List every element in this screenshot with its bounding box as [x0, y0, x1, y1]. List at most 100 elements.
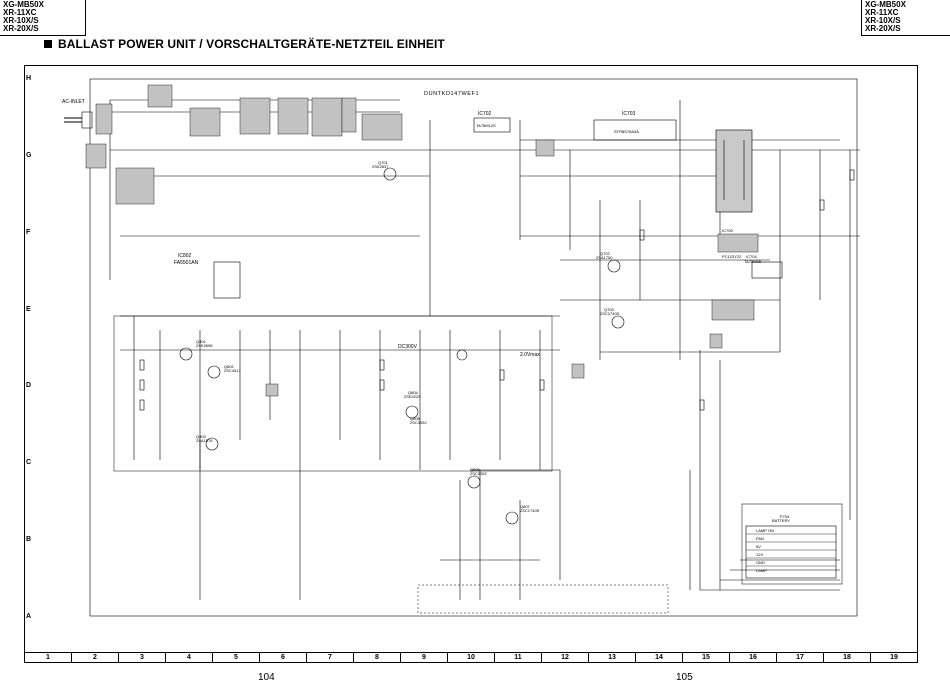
transistor-part: 2SC3052 [470, 471, 487, 476]
shaded-block [311, 97, 343, 137]
transistor-part: 2SA1576 [196, 438, 213, 443]
transistor-ref: Q702 [600, 251, 611, 256]
net-label: LAMP [756, 568, 767, 573]
transistor-q701 [383, 167, 397, 181]
model-list-left: XG-MB50X XR-11XC XR-10X/S XR-20X/S [0, 0, 86, 36]
column-label: 5 [213, 653, 260, 662]
ic-part: FA5501AN [174, 260, 199, 266]
transistor-ref: Q802 [224, 364, 235, 369]
connector-dashed-outline [417, 584, 669, 614]
net-label: FAN [756, 536, 764, 541]
page-number-right: 105 [676, 672, 693, 683]
transistor-part: 2SC4517 [224, 368, 241, 373]
model-name: XR-20X/S [3, 24, 39, 33]
pcb-outline [89, 78, 858, 617]
net-label: GND [756, 560, 765, 565]
ic-part: PC123Y22 [722, 254, 742, 259]
shaded-block [341, 97, 357, 133]
transistor-ref: Q803 [196, 434, 207, 439]
transistor-q804 [405, 405, 419, 419]
net-label: 12V [756, 552, 763, 557]
board-id-label: DUNTKD147WEF1 [424, 91, 479, 97]
shaded-block [147, 84, 173, 108]
ic-part: TA78M05 [744, 259, 762, 264]
transistor-q702 [607, 259, 621, 273]
transistor-part: 2SC3052 [410, 420, 427, 425]
ic-part: TA78M12S [476, 123, 496, 128]
row-label: C [26, 459, 32, 466]
model-name: XR-20X/S [865, 24, 901, 33]
transistor-q801 [179, 347, 193, 361]
bullet-square-icon [44, 40, 52, 48]
ic802-symbol [213, 261, 241, 299]
transistor-q803 [205, 437, 219, 451]
shaded-block [571, 363, 585, 379]
shaded-block [189, 107, 221, 137]
model-name: XG-MB50X [3, 0, 44, 9]
transistor-part: 2SC1740S [520, 508, 540, 513]
transistor-ref: Q805 [470, 467, 481, 472]
connector-p704 [745, 525, 837, 579]
transistor-part: 2SA1700 [596, 255, 613, 260]
row-label: B [26, 536, 32, 543]
column-label: 15 [683, 653, 730, 662]
transistor-q807 [505, 511, 519, 525]
ac-inlet-plug-icon [64, 117, 82, 123]
ic702-symbol [473, 117, 511, 133]
net-label: 2.0Vmax [520, 352, 540, 358]
column-label: 18 [824, 653, 871, 662]
model-name: XR-11XC [865, 8, 899, 17]
model-name: XR-10X/S [865, 16, 901, 25]
column-label: 9 [401, 653, 448, 662]
column-label: 7 [307, 653, 354, 662]
shaded-block [711, 299, 755, 321]
connector-block-outline [741, 503, 843, 585]
transistor-q805 [467, 475, 481, 489]
shaded-block [95, 103, 113, 135]
transistor-ref: Q703 [604, 307, 615, 312]
ac-inlet-label: AC-INLET [62, 99, 85, 105]
shaded-block [85, 143, 107, 169]
column-label: 4 [166, 653, 213, 662]
row-label: A [26, 613, 32, 620]
shaded-block [361, 113, 403, 141]
shaded-block [265, 383, 279, 397]
ic-ref: IC705 [722, 228, 733, 233]
column-label: 10 [448, 653, 495, 662]
column-label: 19 [890, 654, 898, 661]
row-label: E [26, 306, 31, 313]
shaded-block [717, 233, 759, 253]
ic-ref: IC702 [478, 111, 492, 117]
ic-part: STR8S76A3A [614, 129, 639, 134]
transistor-ref: Q801 [196, 339, 207, 344]
transistor-part: 2SK3229 [404, 394, 421, 399]
column-label: 11 [495, 653, 542, 662]
page-title: BALLAST POWER UNIT / VORSCHALTGERÄTE-NET… [44, 37, 445, 51]
column-label: 6 [260, 653, 307, 662]
ic-ref: IC704 [746, 254, 757, 259]
transistor-ref: Q807 [520, 504, 531, 509]
transistor-ref: Q701 [378, 160, 389, 165]
shaded-block [239, 97, 271, 135]
ballast-block-outline [113, 315, 553, 472]
shaded-block [277, 97, 309, 135]
ic-ref: IC802 [178, 253, 192, 259]
column-index-strip: 1 2 3 4 5 6 7 8 9 10 11 12 13 14 15 16 1… [24, 652, 918, 663]
page-number-left: 104 [258, 672, 275, 683]
transistor-ref: Q804 [408, 390, 419, 395]
shaded-block [709, 333, 723, 349]
column-label: 16 [730, 653, 777, 662]
row-label: D [26, 382, 32, 389]
page-title-text: BALLAST POWER UNIT / VORSCHALTGERÄTE-NET… [58, 37, 445, 51]
transistor-q703 [611, 315, 625, 329]
ic704-symbol [751, 261, 783, 279]
column-label: 14 [636, 653, 683, 662]
column-label: 1 [25, 653, 72, 662]
column-label: 17 [777, 653, 824, 662]
column-label: 8 [354, 653, 401, 662]
transistor-ref: Q806 [410, 416, 421, 421]
transistor-part: 2SK2698 [196, 343, 213, 348]
model-name: XG-MB50X [865, 0, 906, 9]
column-label: 2 [72, 653, 119, 662]
